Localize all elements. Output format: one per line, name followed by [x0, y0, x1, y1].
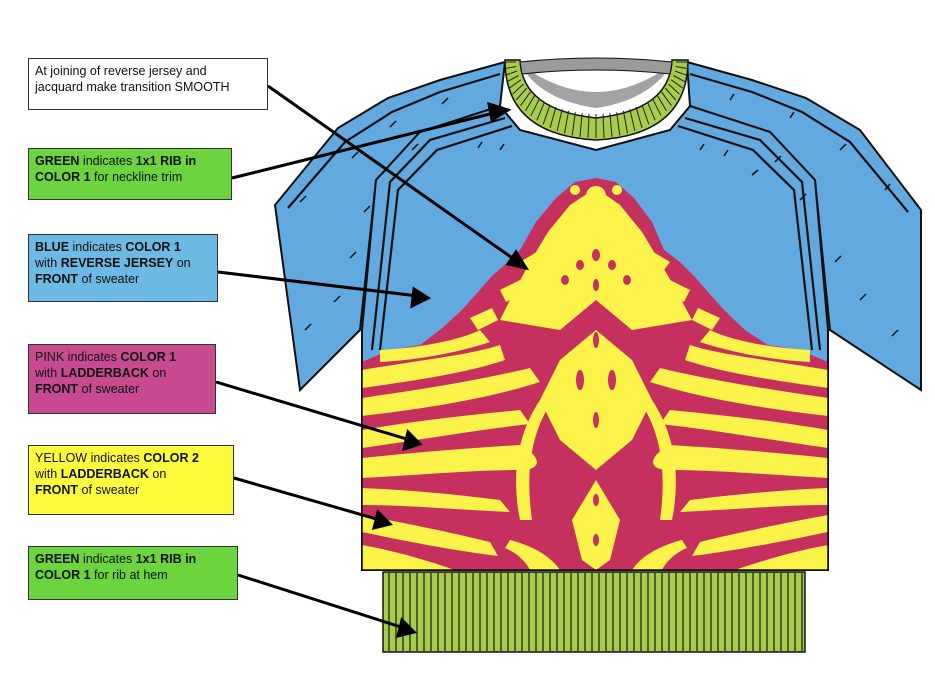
arrow-pink: [215, 380, 411, 442]
neckline-rib-stripe: [530, 98, 540, 116]
label-text: of sweater: [78, 382, 140, 396]
neckline-rib-stripe: [629, 108, 636, 132]
hem-rib-stripes: [388, 573, 803, 651]
label-bold: LADDERBACK: [60, 467, 149, 481]
label-neckline: GREEN indicates 1x1 RIB in COLOR 1 for n…: [28, 148, 232, 200]
neckline-rib-stripe: [542, 104, 551, 125]
arrow-yellow: [233, 476, 381, 522]
arrow-blue: [217, 270, 419, 298]
neckline-rib-stripe: [661, 91, 672, 106]
arrow-transition: [267, 84, 519, 264]
neckline-rib-stripe: [635, 106, 643, 128]
label-text: indicates: [87, 451, 144, 465]
neckline-rib-stripe: [641, 104, 650, 125]
neckline-rib-stripe: [520, 91, 531, 106]
raglan-seams: [287, 72, 909, 351]
label-transition-line2: jacquard make transition SMOOTH: [35, 80, 230, 94]
label-text: of sweater: [78, 483, 140, 497]
neck-opening: [520, 64, 672, 108]
label-text: for rib at hem: [90, 568, 168, 582]
label-bold: LADDERBACK: [60, 366, 149, 380]
arrow-hem: [237, 573, 405, 630]
neckline-rib: [504, 59, 689, 141]
label-text: on: [148, 366, 167, 380]
neckline-rib-stripe: [549, 106, 557, 128]
neckline-rib-stripe: [579, 113, 583, 137]
label-transition: At joining of reverse jersey and jacquar…: [28, 58, 268, 110]
label-yellow: YELLOW indicates COLOR 2 with LADDERBACK…: [28, 445, 234, 515]
neckline-rib-stripe: [525, 95, 536, 112]
label-bold: FRONT: [35, 483, 79, 497]
jacquard-pink-dots: [561, 249, 631, 555]
stitch-dashes: [299, 93, 899, 337]
neckline-rib-stripe: [556, 108, 563, 132]
label-bold: 1x1 RIB in: [135, 552, 197, 566]
neckline-rib-stripe: [512, 83, 524, 95]
label-blue-color: BLUE: [35, 240, 70, 254]
label-bold: REVERSE JERSEY: [60, 256, 174, 270]
label-bold: COLOR 1: [35, 568, 91, 582]
neckline-rib-stripe: [515, 87, 528, 101]
label-neckline-color: GREEN: [35, 154, 80, 168]
body-outline: [361, 330, 829, 571]
neck-back-rib: [519, 57, 673, 75]
neckline-rib-stripe: [656, 95, 667, 112]
neckline-rib-stripe: [571, 112, 576, 136]
label-hem: GREEN indicates 1x1 RIB in COLOR 1 for r…: [28, 546, 238, 600]
neckline-rib-stripe: [536, 101, 546, 121]
label-text: of sweater: [78, 272, 140, 286]
arrows: [215, 84, 530, 639]
label-text: with: [35, 467, 61, 481]
neckline-rib-stripe: [587, 113, 590, 138]
label-text: for neckline trim: [90, 170, 183, 184]
hem-rib: [382, 571, 806, 653]
label-text: on: [173, 256, 191, 270]
neckline-rib-stripe: [564, 110, 570, 134]
neckline-rib-stripe: [506, 75, 519, 83]
label-yellow-color: YELLOW: [35, 451, 88, 465]
neckline-rib-stripe: [664, 87, 677, 101]
neckline-rib-stripe: [675, 66, 688, 70]
neckline-rib-stripe: [602, 113, 605, 138]
label-pink: PINK indicates COLOR 1 with LADDERBACK o…: [28, 344, 216, 414]
neckline-rib-stripe: [505, 70, 518, 76]
label-bold: 1x1 RIB in: [135, 154, 197, 168]
neckline-rib-stripe: [670, 79, 683, 89]
neckline-rib-stripe: [609, 113, 613, 137]
neckline-rib-stripe: [652, 98, 662, 116]
neckline-rib-stripe: [646, 101, 656, 121]
label-bold: COLOR 1: [120, 350, 177, 364]
label-bold: FRONT: [35, 272, 79, 286]
label-bold: COLOR 1: [125, 240, 181, 254]
label-bold: COLOR 1: [35, 170, 91, 184]
neckline-rib-stripe: [673, 75, 686, 83]
neckline-rib-stripe: [509, 79, 522, 89]
label-text: indicates: [64, 350, 121, 364]
neckline-rib-stripe: [674, 70, 687, 76]
label-bold: COLOR 2: [143, 451, 199, 465]
label-text: with: [35, 366, 61, 380]
label-bold: FRONT: [35, 382, 79, 396]
label-transition-line1: At joining of reverse jersey and: [35, 64, 207, 78]
neckline-rib-stripe: [668, 83, 680, 95]
label-text: indicates: [79, 154, 136, 168]
label-hem-color: GREEN: [35, 552, 80, 566]
label-text: indicates: [69, 240, 126, 254]
neckline-rib-stripes: [504, 61, 688, 138]
label-text: with: [35, 256, 61, 270]
label-blue: BLUE indicates COLOR 1 with REVERSE JERS…: [28, 234, 218, 302]
label-text: indicates: [79, 552, 136, 566]
neckline-rib-stripe: [504, 66, 517, 70]
arrow-neckline: [231, 110, 499, 180]
neckline-rib-stripe: [622, 110, 628, 134]
label-pink-color: PINK: [35, 350, 65, 364]
neckline-rib-stripe: [616, 112, 621, 136]
label-text: on: [148, 467, 167, 481]
